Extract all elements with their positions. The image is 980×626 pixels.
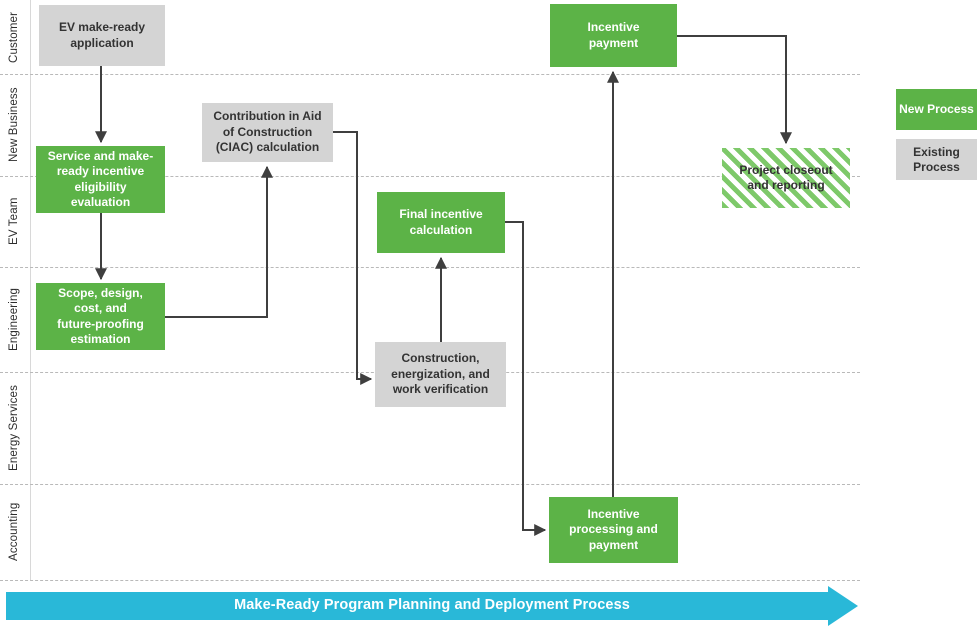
node-line: processing and bbox=[569, 522, 658, 537]
lane-divider-1 bbox=[0, 74, 860, 75]
node-project-closeout-reporting[interactable]: Project closeout and reporting bbox=[722, 148, 850, 208]
node-line: Project closeout bbox=[739, 162, 833, 177]
legend-label-line: Process bbox=[927, 102, 974, 116]
node-line: Incentive bbox=[587, 20, 640, 35]
process-banner-arrow bbox=[6, 586, 858, 626]
lane-divider-6 bbox=[0, 580, 860, 581]
lane-axis-line bbox=[30, 0, 31, 580]
node-line: of Construction bbox=[222, 124, 313, 139]
node-line: Incentive bbox=[587, 506, 640, 521]
node-line: Construction, bbox=[401, 351, 480, 366]
flow-ciac-to-construction bbox=[333, 131, 373, 385]
node-ciac-calculation[interactable]: Contribution in Aid of Construction (CIA… bbox=[202, 103, 333, 162]
node-line: ready incentive bbox=[56, 164, 145, 179]
lane-label-ev-team: EV Team bbox=[8, 197, 20, 246]
node-line: application bbox=[70, 35, 134, 50]
node-ev-make-ready-application[interactable]: EV make-ready application bbox=[39, 5, 165, 66]
node-line: Contribution in Aid bbox=[213, 109, 322, 124]
node-line: payment bbox=[588, 537, 639, 552]
node-line: payment bbox=[588, 35, 639, 50]
lane-divider-3 bbox=[0, 267, 860, 268]
node-line: eligibility bbox=[74, 179, 127, 194]
node-line: cost, and bbox=[74, 301, 127, 316]
legend-label-line: New bbox=[899, 102, 924, 116]
node-line: (CIAC) calculation bbox=[215, 140, 320, 155]
node-line: calculation bbox=[409, 222, 473, 237]
lane-label-energy-services: Energy Services bbox=[8, 385, 20, 471]
node-line: estimation bbox=[70, 331, 131, 346]
process-banner-label: Make-Ready Program Planning and Deployme… bbox=[234, 597, 630, 613]
node-line: energization, and bbox=[391, 366, 490, 381]
node-incentive-payment[interactable]: Incentive payment bbox=[550, 4, 677, 67]
node-service-and-make-ready-incentive[interactable]: Service and make- ready incentive eligib… bbox=[36, 146, 165, 213]
node-line: and reporting bbox=[747, 178, 825, 192]
lane-divider-5 bbox=[0, 484, 860, 485]
lane-label-customer: Customer bbox=[8, 11, 20, 63]
lane-divider-2 bbox=[0, 176, 860, 177]
flow-incentive-payment-to-closeout bbox=[677, 35, 792, 145]
legend-existing-process: Existing Process bbox=[896, 139, 977, 180]
lane-label-new-business: New Business bbox=[8, 87, 20, 163]
lane-label-accounting: Accounting bbox=[8, 502, 20, 562]
node-final-incentive-calculation[interactable]: Final incentive calculation bbox=[377, 192, 505, 253]
node-line: Final incentive bbox=[399, 207, 483, 222]
node-line: Service and make- bbox=[47, 148, 154, 163]
node-line: EV make-ready bbox=[58, 20, 146, 35]
lane-label-engineering: Engineering bbox=[8, 287, 20, 352]
node-construction-energization[interactable]: Construction, energization, and work ver… bbox=[375, 342, 506, 407]
node-line: work verification bbox=[392, 382, 489, 397]
legend-label-line: Process bbox=[913, 159, 960, 174]
node-scope-design-cost[interactable]: Scope, design, cost, and future-proofing… bbox=[36, 283, 165, 350]
legend-label-line: Existing bbox=[913, 144, 960, 159]
node-line: evaluation bbox=[70, 194, 131, 209]
node-line: future-proofing bbox=[57, 316, 144, 331]
legend-new-process: New Process bbox=[896, 89, 977, 130]
flow-scope-to-ciac bbox=[165, 165, 273, 318]
node-line: Scope, design, bbox=[58, 285, 143, 300]
node-incentive-processing-payment[interactable]: Incentive processing and payment bbox=[549, 497, 678, 563]
